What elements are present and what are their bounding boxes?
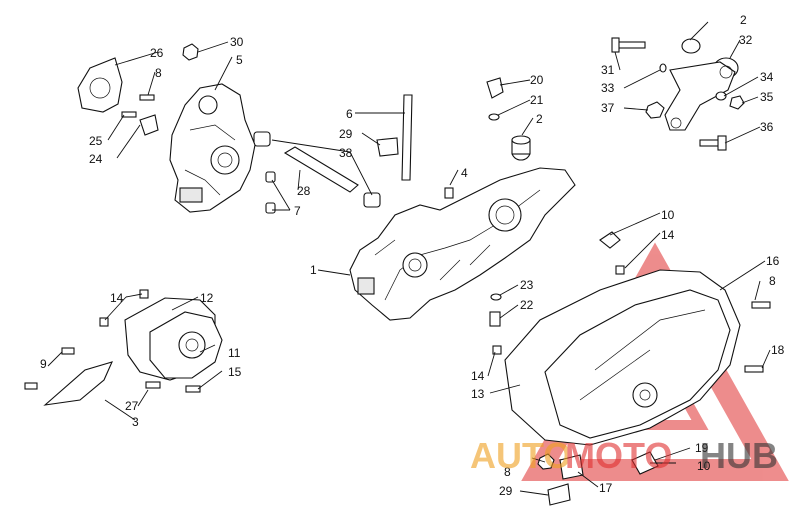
bushing-part-38	[253, 131, 381, 208]
callout-23: 23	[520, 278, 534, 292]
callout-17: 17	[599, 481, 613, 495]
bolt-part-9	[24, 382, 38, 390]
bolt-part-4	[444, 187, 454, 199]
callout-12: 12	[200, 291, 214, 305]
watermark-part-auto: AUTO	[470, 435, 571, 476]
callout-4: 4	[461, 166, 468, 180]
callout-25: 25	[89, 134, 103, 148]
callout-1: 1	[310, 263, 317, 277]
crankcase-half-right	[169, 83, 256, 213]
callout-10-top: 10	[661, 208, 675, 222]
callout-36: 36	[760, 120, 774, 134]
nut-part-35	[729, 95, 745, 110]
cover-part-11	[149, 311, 223, 379]
watermark-part-moto: MOTO	[565, 435, 672, 476]
dowel-part-14-left	[99, 289, 149, 327]
callout-8-bottom: 8	[504, 465, 511, 479]
bracket-part-3	[43, 361, 113, 406]
clip-part-29-bottom	[547, 483, 571, 506]
callout-20: 20	[530, 73, 544, 87]
callout-2-mid: 2	[536, 112, 543, 126]
bolt-part-27	[145, 381, 161, 389]
callout-29-top: 29	[339, 127, 353, 141]
screw-part-20	[486, 77, 504, 99]
breather-hose-part-6	[401, 94, 413, 181]
dowel-part-14-top	[615, 265, 625, 275]
washer-part-33	[659, 63, 667, 73]
bolt-part-8-right	[751, 301, 771, 309]
callout-7: 7	[294, 204, 301, 218]
callout-37: 37	[601, 101, 615, 115]
callout-35: 35	[760, 90, 774, 104]
callout-29-bottom: 29	[499, 484, 513, 498]
bushing-part-2-right	[681, 38, 701, 54]
watermark-part-hub: HUB	[700, 435, 778, 476]
callout-14-left: 14	[110, 291, 124, 305]
callout-30: 30	[230, 35, 244, 49]
clip-part-29	[376, 137, 399, 157]
callout-26: 26	[150, 46, 164, 60]
clip-part-10-bottom	[631, 451, 659, 475]
callout-15: 15	[228, 365, 242, 379]
screw-part-25	[121, 111, 137, 118]
bracket-part-17	[559, 454, 584, 480]
drain-plug-part-22	[489, 311, 501, 327]
pipe-part-28	[283, 146, 359, 193]
leader-lines	[47, 21, 771, 496]
washer-part-21	[488, 113, 500, 121]
dowel-part-14-mid	[492, 345, 502, 355]
nut-part-8-bottom	[537, 453, 555, 470]
callout-13: 13	[471, 387, 485, 401]
bolt-part-18	[744, 365, 764, 373]
callout-18: 18	[771, 343, 785, 357]
dowel-part-7	[265, 171, 276, 214]
callout-21: 21	[530, 93, 544, 107]
watermark-text: AUTO MOTO HUB	[470, 435, 778, 476]
gasket-part-26	[77, 57, 123, 113]
callout-32: 32	[739, 33, 753, 47]
bolt-part-9b	[61, 347, 75, 355]
callout-33: 33	[601, 81, 615, 95]
clip-part-10-top	[599, 231, 621, 249]
callout-3: 3	[132, 415, 139, 429]
callout-19: 19	[695, 441, 709, 455]
cover-part-16	[544, 289, 731, 439]
link-arm	[664, 61, 736, 131]
callout-14-top: 14	[661, 228, 675, 242]
bolt-part-15	[185, 385, 201, 393]
nut-part-37	[645, 101, 665, 119]
callout-31: 31	[601, 63, 615, 77]
callout-22: 22	[520, 298, 534, 312]
washer-part-23	[490, 293, 502, 301]
bolt-part-36	[699, 135, 727, 151]
callout-labels: 1 2 2 3 4 5 6 7 8 8 8 9 10 10 11 12 13 1…	[40, 13, 785, 498]
bracket-part-24	[139, 114, 159, 136]
bolt-part-31	[611, 37, 646, 53]
callout-10-bottom: 10	[697, 459, 711, 473]
callout-8-right: 8	[769, 274, 776, 288]
crankcase-half-left	[349, 167, 576, 321]
callout-9: 9	[40, 357, 47, 371]
bushing-part-2	[511, 135, 531, 161]
callout-27: 27	[125, 399, 139, 413]
callout-34: 34	[760, 70, 774, 84]
callout-11: 11	[228, 346, 241, 360]
screw-part-8-top	[139, 94, 155, 101]
callout-2-top: 2	[740, 13, 747, 27]
callout-5: 5	[236, 53, 243, 67]
nut-part-30	[182, 43, 199, 61]
callout-38: 38	[339, 146, 353, 160]
callout-6: 6	[346, 107, 353, 121]
callout-14-mid: 14	[471, 369, 485, 383]
callout-28: 28	[297, 184, 311, 198]
callout-16: 16	[766, 254, 780, 268]
washer-part-34	[715, 91, 727, 101]
callout-24: 24	[89, 152, 103, 166]
callout-8-top: 8	[155, 66, 162, 80]
